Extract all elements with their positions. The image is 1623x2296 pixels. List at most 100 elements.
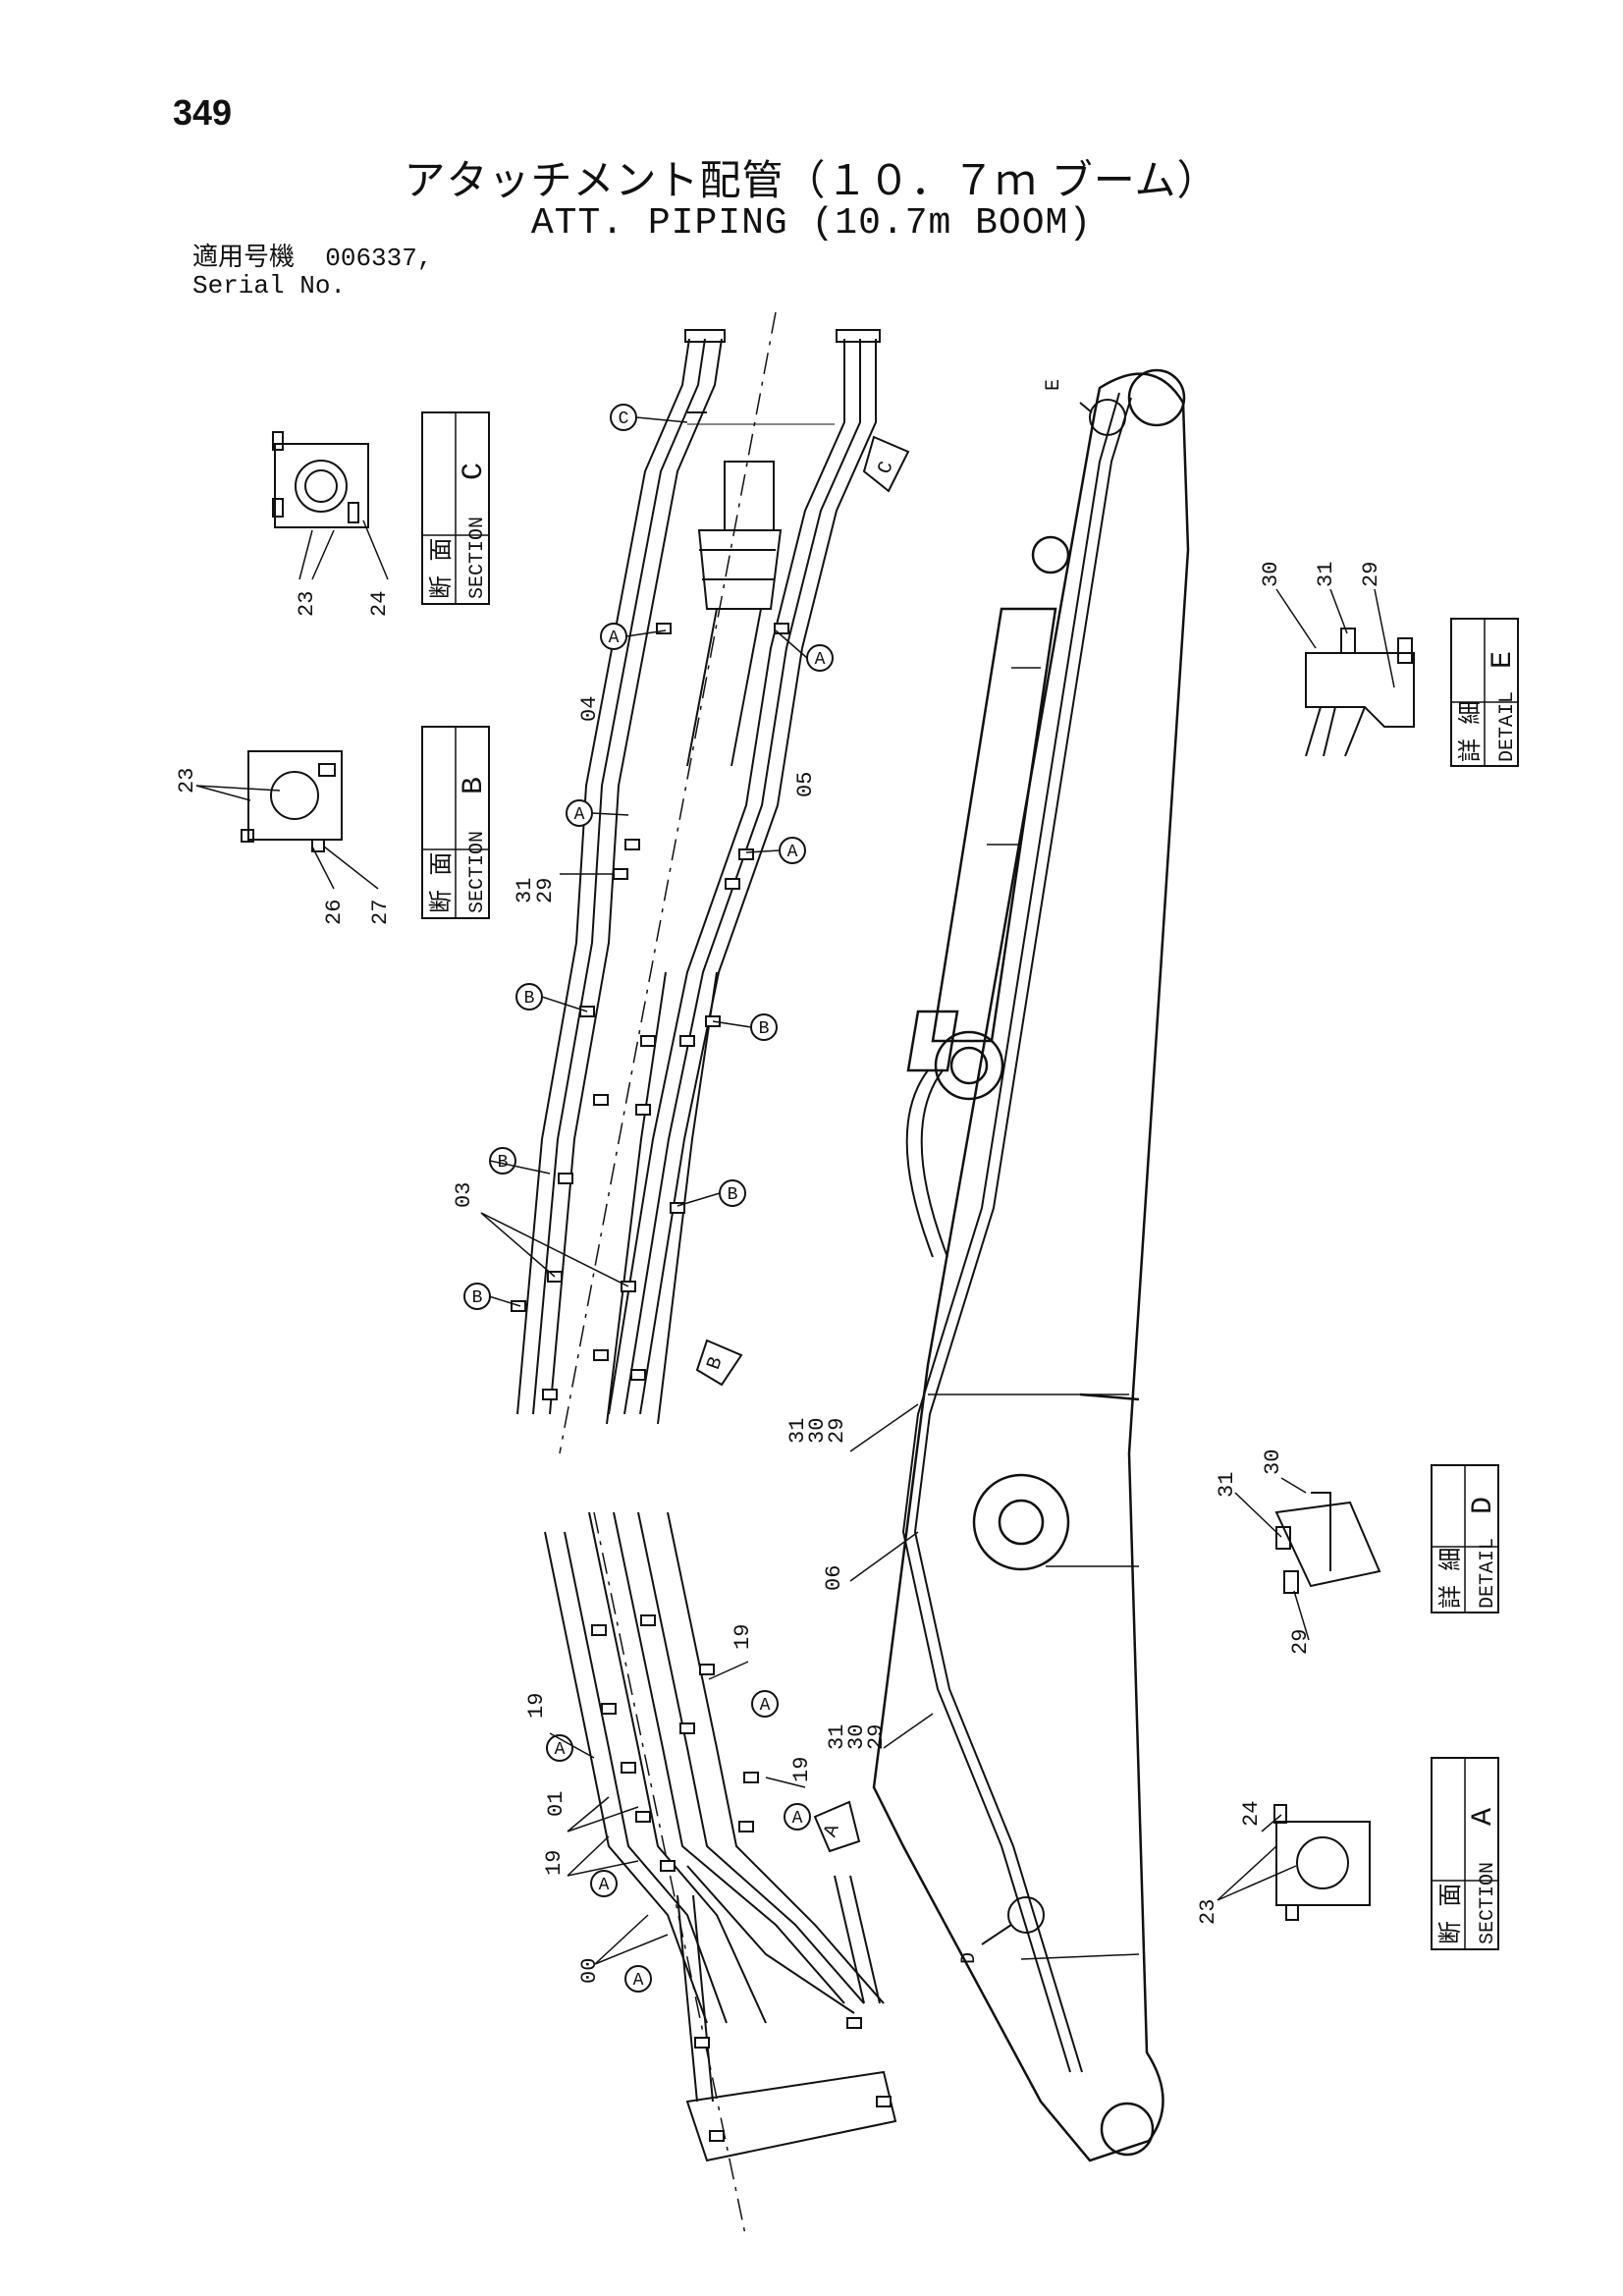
serial-value: 006337, xyxy=(325,244,433,273)
svg-text:B: B xyxy=(759,1019,770,1039)
svg-text:A: A xyxy=(760,1696,771,1716)
detail-e-word: DETAIL xyxy=(1496,691,1519,762)
svg-text:A: A xyxy=(555,1740,566,1760)
part-23: 23 xyxy=(175,768,199,793)
section-b-word: SECTION xyxy=(466,831,489,913)
svg-text:C: C xyxy=(619,410,629,429)
marker-a: A xyxy=(806,644,834,672)
lower-piping-assembly xyxy=(544,1511,897,2240)
part-05: 05 xyxy=(793,772,818,797)
title-english: ATT. PIPING (10.7m BOOM) xyxy=(530,202,1093,245)
section-b-label: 断 面 SECTION B xyxy=(421,726,491,919)
part-31: 31 xyxy=(785,1418,810,1444)
section-a-label: 断 面 SECTION A xyxy=(1431,1757,1500,1950)
section-b-letter: B xyxy=(458,777,491,794)
section-b-kanji: 断 面 xyxy=(428,852,457,913)
detail-e-label: 詳 細 DETAIL E xyxy=(1450,618,1520,767)
svg-text:A: A xyxy=(609,629,620,648)
part-31: 31 xyxy=(513,878,537,903)
marker-a: A xyxy=(779,837,806,864)
svg-text:A: A xyxy=(599,1876,610,1895)
part-29: 29 xyxy=(864,1724,889,1750)
part-19: 19 xyxy=(789,1757,814,1782)
part-03: 03 xyxy=(452,1182,476,1208)
detail-d-kanji: 詳 細 xyxy=(1437,1548,1466,1609)
part-04: 04 xyxy=(577,696,602,722)
svg-text:A: A xyxy=(787,843,798,862)
marker-a: A xyxy=(784,1803,811,1831)
upper-piping-assembly xyxy=(511,311,881,1454)
section-arrow-c: C xyxy=(862,435,910,493)
part-30: 30 xyxy=(805,1418,830,1444)
section-c-label: 断 面 SECTION C xyxy=(421,411,491,605)
part-19: 19 xyxy=(524,1693,549,1719)
callout-e-letter: E xyxy=(1043,379,1065,391)
section-b-drawing xyxy=(241,750,343,852)
marker-b: B xyxy=(719,1179,746,1207)
marker-c: C xyxy=(610,404,637,431)
marker-a: A xyxy=(590,1870,618,1897)
section-c-letter: C xyxy=(458,463,491,480)
section-c-kanji: 断 面 xyxy=(428,538,457,599)
part-06: 06 xyxy=(822,1565,846,1591)
svg-text:B: B xyxy=(524,989,535,1009)
svg-text:B: B xyxy=(472,1288,483,1308)
circled-markers: C A A A A B B B B B A A A A A xyxy=(463,404,834,1993)
detail-callouts xyxy=(981,399,1126,1945)
part-29: 29 xyxy=(1359,562,1383,587)
callout-d-letter: D xyxy=(958,1952,981,1964)
marker-a: A xyxy=(624,1965,652,1993)
part-31: 31 xyxy=(825,1724,849,1750)
part-01: 01 xyxy=(544,1791,568,1817)
part-29: 29 xyxy=(533,878,558,903)
section-arrows: C B A xyxy=(695,435,910,1853)
marker-a: A xyxy=(600,623,627,650)
part-31: 31 xyxy=(1314,562,1338,587)
part-29: 29 xyxy=(1288,1629,1313,1655)
detail-d-label: 詳 細 DETAIL D xyxy=(1431,1464,1500,1613)
svg-text:A: A xyxy=(574,805,585,825)
part-27: 27 xyxy=(368,900,393,925)
leader-lines xyxy=(195,416,1395,1965)
part-24: 24 xyxy=(1239,1801,1264,1827)
part-23: 23 xyxy=(295,591,319,617)
section-arrow-a: A xyxy=(813,1800,861,1853)
boom-outline xyxy=(872,368,1190,2162)
part-number-labels: 23 24 23 26 27 04 05 31 29 03 30 31 29 3… xyxy=(175,562,1383,1984)
part-30: 30 xyxy=(844,1724,869,1750)
serial-label-jp: 適用号機 xyxy=(192,243,296,272)
section-c-drawing xyxy=(272,431,369,528)
part-29: 29 xyxy=(825,1418,849,1444)
page-number: 349 xyxy=(173,92,233,133)
marker-a: A xyxy=(566,799,593,827)
section-a-drawing xyxy=(1273,1804,1371,1921)
marker-a: A xyxy=(751,1690,779,1718)
part-24: 24 xyxy=(367,591,392,617)
detail-e-drawing xyxy=(1305,628,1415,757)
section-a-word: SECTION xyxy=(1477,1862,1499,1944)
svg-text:A: A xyxy=(792,1809,803,1829)
svg-text:A: A xyxy=(815,650,826,670)
section-arrow-b: B xyxy=(695,1339,743,1387)
svg-text:B: B xyxy=(498,1153,509,1173)
part-30: 30 xyxy=(1261,1449,1285,1475)
part-26: 26 xyxy=(322,900,347,925)
part-19: 19 xyxy=(542,1850,567,1876)
marker-b: B xyxy=(750,1013,778,1041)
marker-b: B xyxy=(463,1283,491,1310)
svg-text:A: A xyxy=(633,1971,644,1991)
detail-d-word: DETAIL xyxy=(1477,1538,1499,1609)
serial-label-en: Serial No. xyxy=(192,271,347,301)
part-19: 19 xyxy=(730,1624,755,1650)
part-23: 23 xyxy=(1196,1899,1220,1925)
marker-b: B xyxy=(489,1147,516,1175)
serial-block: 適用号機 006337, Serial No. xyxy=(192,244,432,300)
detail-d-letter: D xyxy=(1467,1497,1500,1514)
title-japanese: アタッチメント配管（１０．７ｍ ブーム） xyxy=(404,156,1219,204)
marker-b: B xyxy=(515,983,543,1011)
section-c-word: SECTION xyxy=(466,517,489,599)
svg-text:B: B xyxy=(728,1185,738,1205)
section-a-kanji: 断 面 xyxy=(1437,1884,1466,1944)
detail-d-drawing xyxy=(1274,1492,1381,1594)
detail-e-kanji: 詳 細 xyxy=(1457,701,1486,762)
